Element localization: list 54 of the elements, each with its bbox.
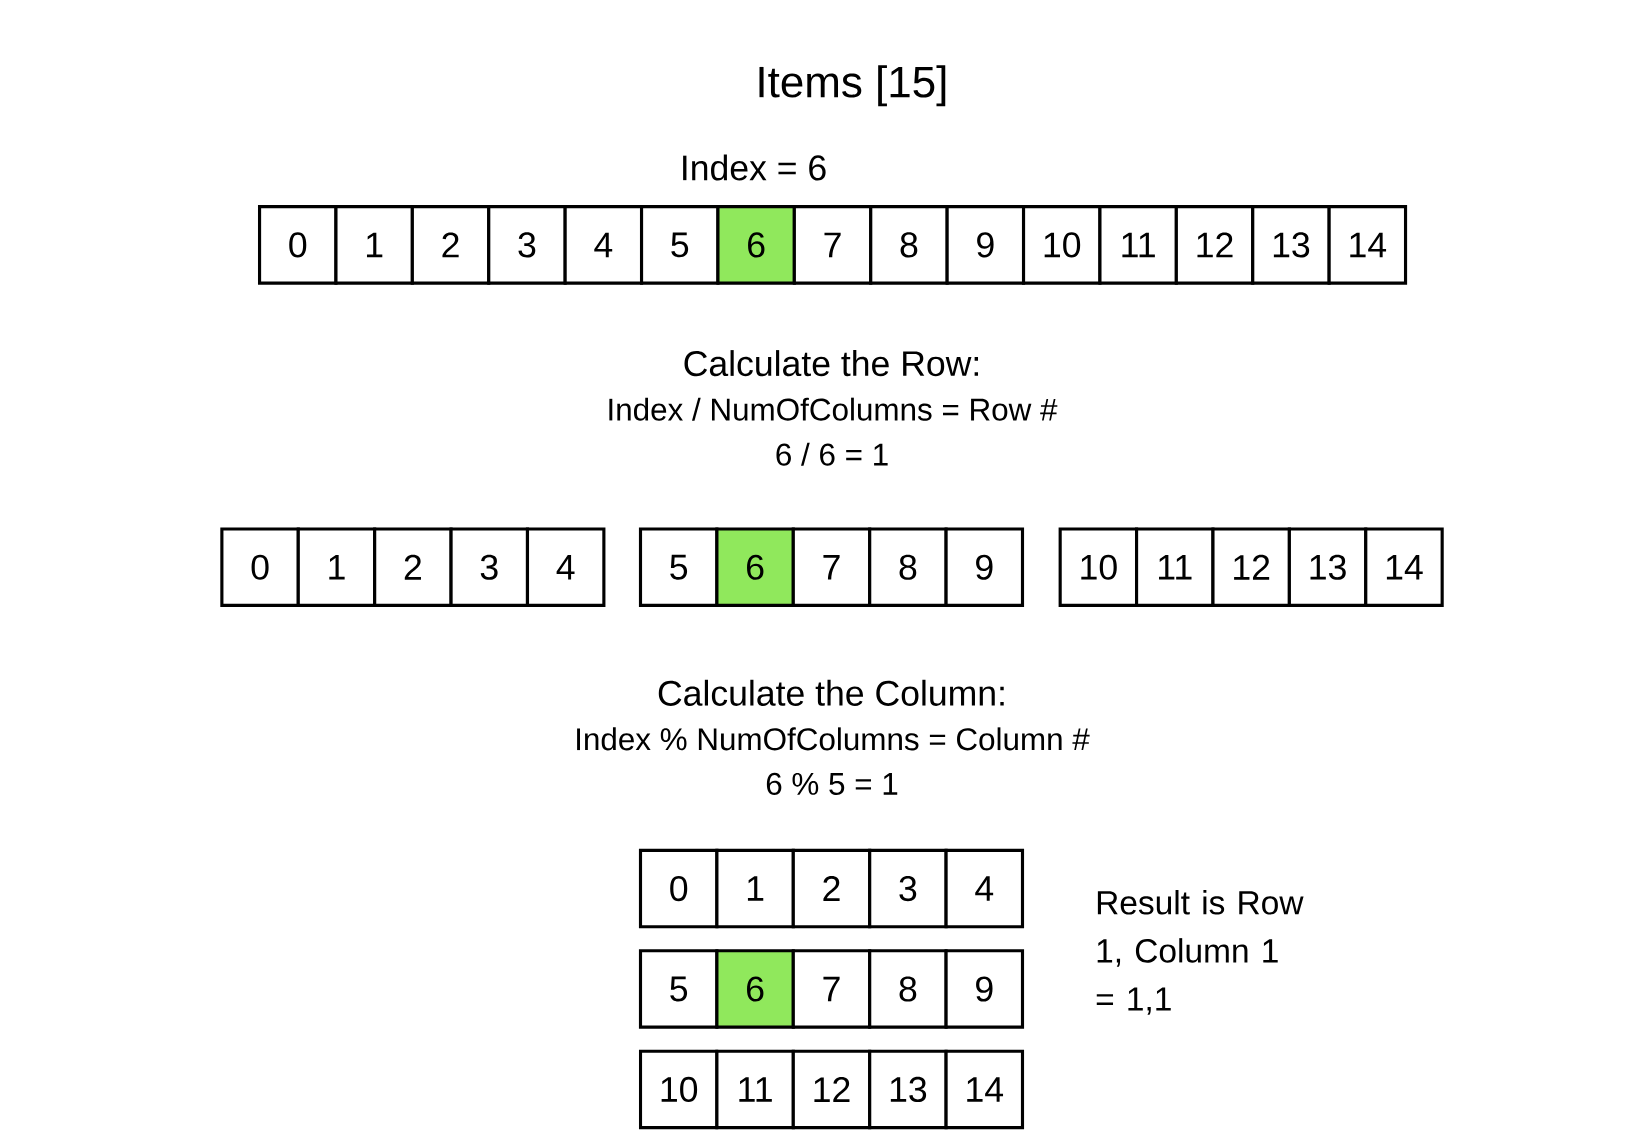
array-cell: 3 [449,527,530,607]
array-cell: 6 [715,527,795,607]
heading: Calculate the Row: [684,349,978,377]
array-cell: 12 [1211,527,1291,607]
title: Items [15] [759,65,946,107]
array-cell: 1 [715,848,795,929]
heading: Index = 6 [683,154,826,181]
array-cell: 6 [716,205,796,285]
array-cell: 11 [1098,205,1178,285]
array-cell: 13 [868,1049,948,1130]
array-cell: 7 [791,949,872,1029]
array-cell: 0 [258,205,338,285]
formula-text: 6 / 6 = 1 [776,442,888,466]
array-cell: 2 [791,848,872,929]
array-cell: 14 [1364,527,1444,607]
array-cell: 0 [220,527,300,607]
array-cell: 13 [1287,527,1368,607]
array-cell: 12 [1174,205,1255,285]
array-cell: 1 [334,205,414,285]
formula-text: Index % NumOfColumns = Column # [577,727,1090,751]
array-cell: 6 [715,949,795,1029]
array-cell: 5 [638,527,719,607]
array-cell: 9 [944,949,1025,1029]
array-cell: 8 [868,949,948,1029]
array-cell: 2 [373,527,453,607]
array-cell: 4 [563,205,644,285]
result-text: Result is Row 1, Column 1 = 1,1 [1096,889,1304,1015]
array-cell: 1 [296,527,377,607]
array-cell: 9 [944,527,1025,607]
array-cell: 10 [1021,205,1102,285]
array-cell: 7 [791,527,872,607]
array-cell: 5 [639,205,720,285]
array-cell: 9 [945,205,1026,285]
array-cell: 8 [868,527,948,607]
array-cell: 4 [525,527,606,607]
array-cell: 10 [1058,527,1139,607]
formula-text: 6 % 5 = 1 [766,772,898,795]
array-cell: 7 [792,205,873,285]
heading: Calculate the Column: [658,679,1004,706]
array-cell: 8 [869,205,949,285]
array-cell: 13 [1251,205,1331,285]
array-cell: 4 [944,848,1025,929]
array-cell: 11 [715,1049,795,1130]
array-cell: 3 [487,205,567,285]
formula-text: Index / NumOfColumns = Row # [609,397,1058,421]
array-cell: 0 [638,848,719,929]
array-cell: 3 [868,848,948,929]
array-cell: 12 [791,1049,872,1130]
array-cell: 10 [638,1049,719,1130]
array-cell: 2 [410,205,491,285]
array-cell: 5 [638,949,719,1029]
array-cell: 11 [1135,527,1215,607]
array-cell: 14 [1327,205,1408,285]
array-cell: 14 [944,1049,1025,1130]
